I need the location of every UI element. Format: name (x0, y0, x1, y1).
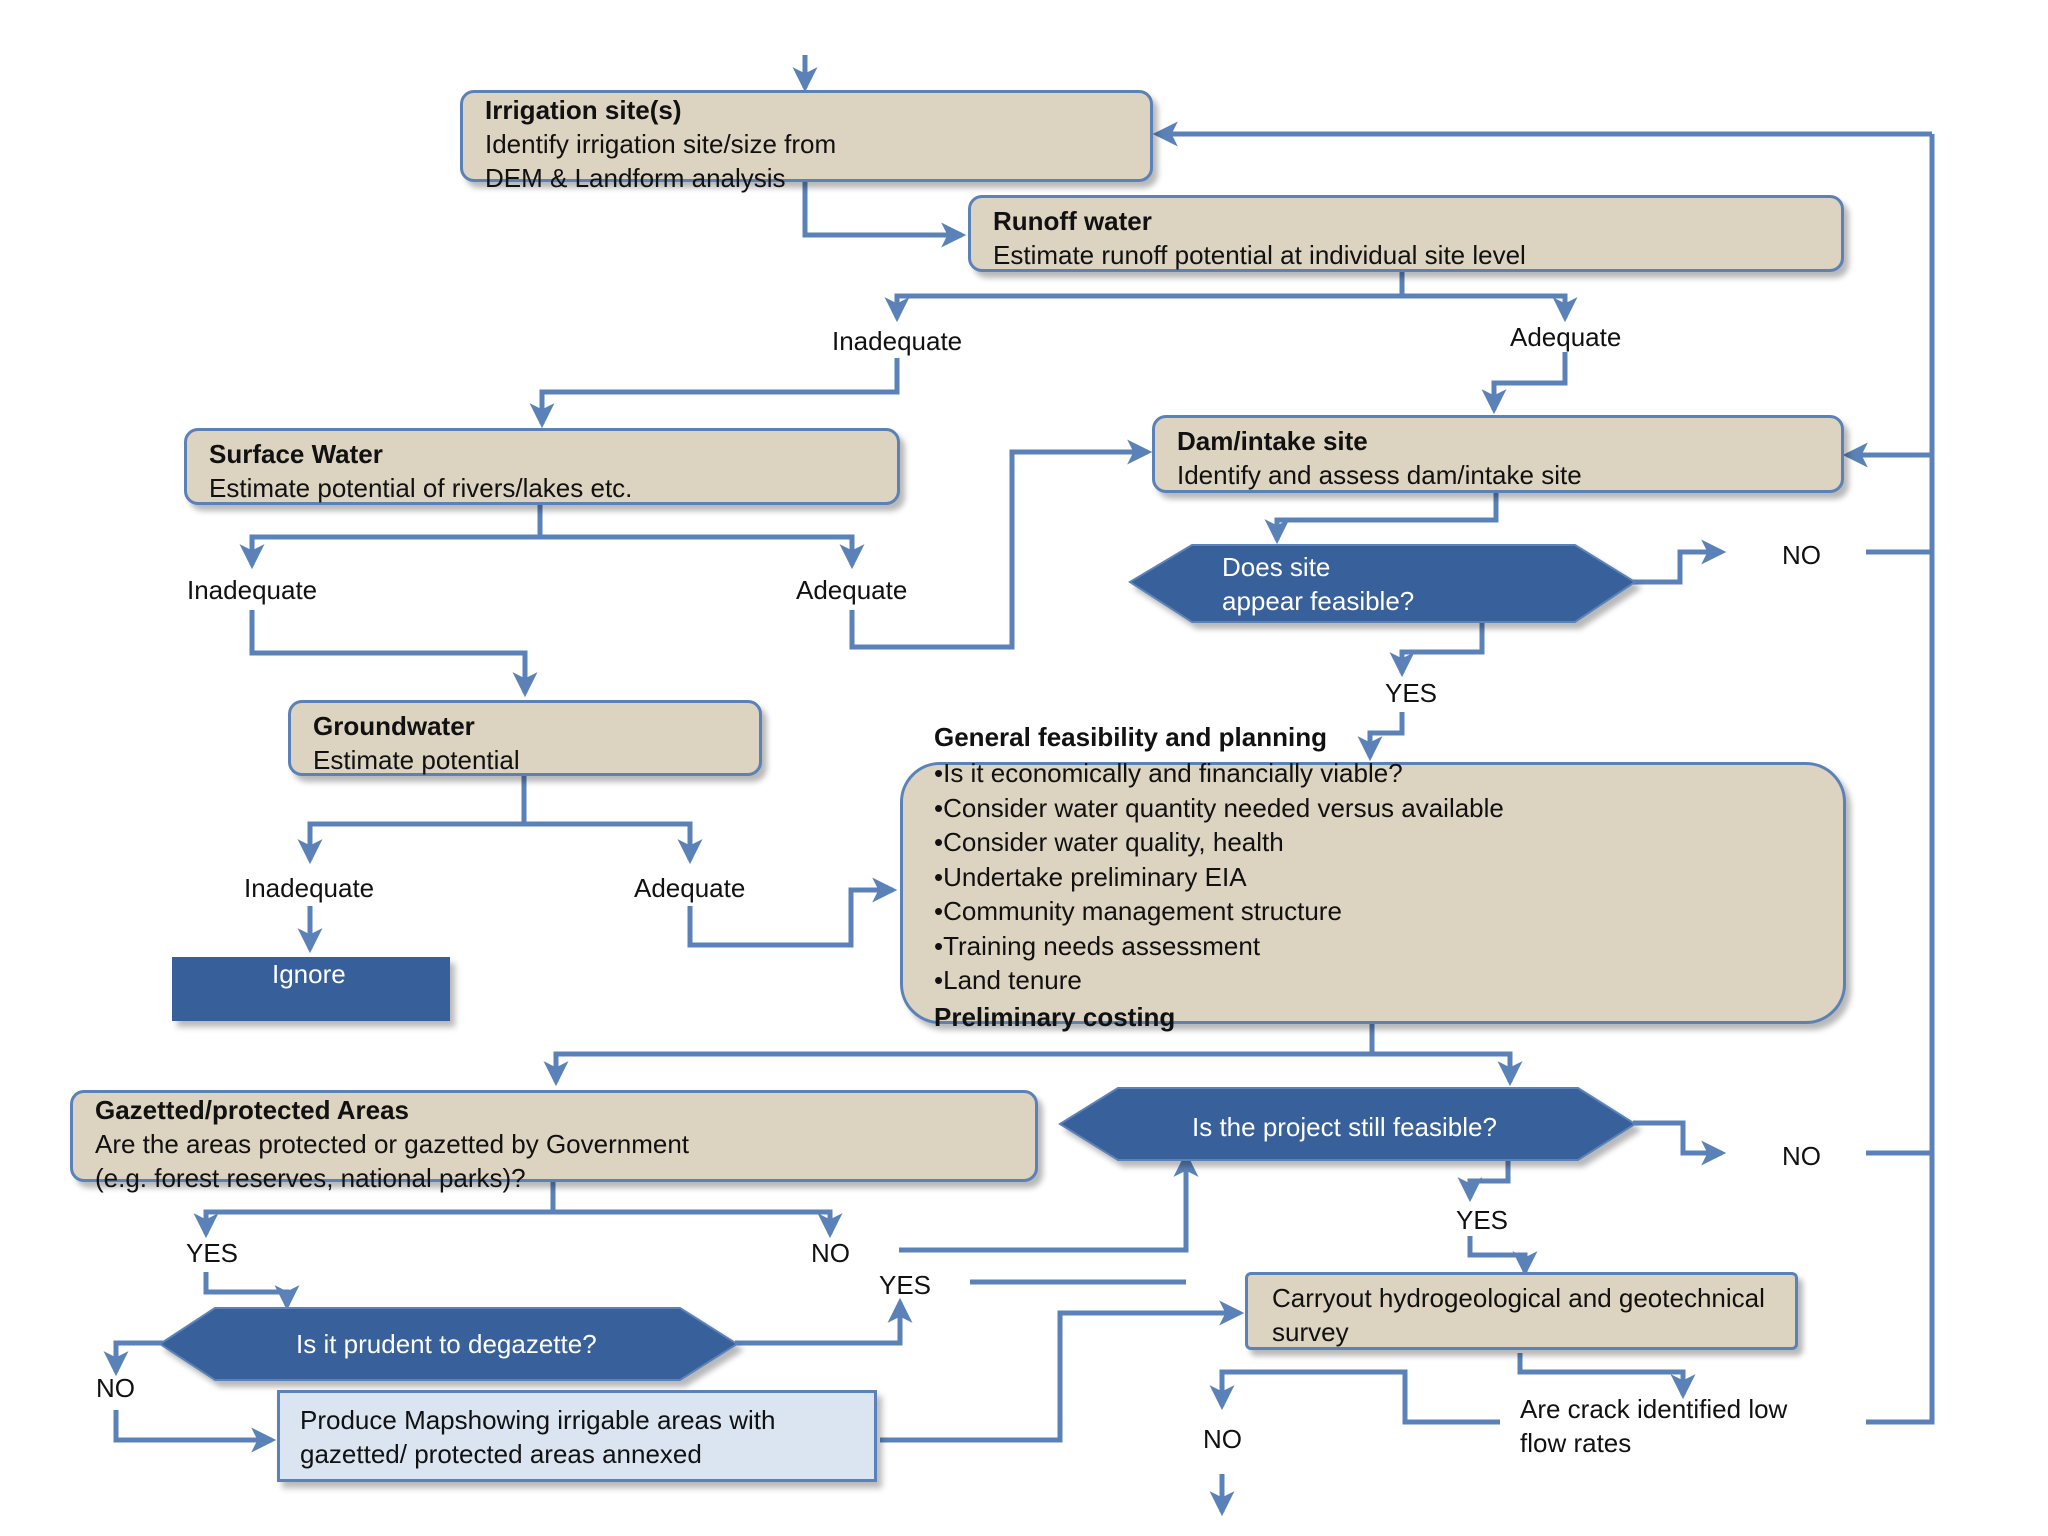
still-feasible-yes-label: YES (1456, 1205, 1509, 1235)
gazetted-yes-label: YES (186, 1238, 239, 1268)
arrow-surface-split (239, 505, 543, 570)
arrow-degazette-no (103, 1340, 163, 1377)
produce-line2: gazetted/ protected areas annexed (300, 1439, 702, 1469)
arrow-general-feasible (1372, 1051, 1523, 1087)
arrow-feasible-no (1633, 1120, 1727, 1166)
arrow-irrigation-runoff (802, 182, 967, 248)
general-item: •Training needs assessment (934, 930, 1261, 961)
runoff-title: Runoff water (993, 206, 1152, 236)
decision-site-line2: appear feasible? (1222, 586, 1415, 616)
arrow-no-feasible (899, 1151, 1199, 1253)
irrigation-title: Irrigation site(s) (485, 95, 682, 125)
arrow-surface-adequate (540, 534, 865, 570)
produce-map-box: Produce Mapshowing irrigable areas with … (277, 1390, 877, 1482)
decision-site-feasible-shape (1128, 544, 1637, 623)
ground-adequate-label: Adequate (634, 873, 746, 903)
decision-site-feasible: Does site appear feasible? (1222, 550, 1414, 618)
general-title: General feasibility and planning (934, 722, 1327, 752)
crack-question: Are crack identified low flow rates (1520, 1392, 1787, 1460)
still-feasible-no-label: NO (1782, 1141, 1821, 1171)
arrow-decision-no (1633, 539, 1727, 585)
surface-adequate-label: Adequate (796, 575, 908, 605)
surface-water-box: Surface Water Estimate potential of rive… (184, 428, 900, 505)
arrow-gazetted-split (193, 1182, 556, 1239)
arrow-gazetted-no (553, 1209, 843, 1239)
survey-no-label: NO (1203, 1424, 1242, 1454)
general-checklist: •Is it economically and financially viab… (934, 756, 1504, 998)
arrow-ground-split (297, 776, 527, 865)
crack-line1: Are crack identified low (1520, 1394, 1788, 1424)
runoff-adequate-label: Adequate (1510, 322, 1622, 352)
arrow-decision-yes (1389, 622, 1485, 678)
arrow-survey-no (1209, 1369, 1500, 1425)
arrow-inadequate-groundwater (249, 610, 538, 698)
survey-line2: survey (1272, 1317, 1349, 1347)
gazetted-line1: Are the areas protected or gazetted by G… (95, 1129, 690, 1159)
irrigation-line2: DEM & Landform analysis (485, 163, 786, 193)
decision-degazette-shape (158, 1307, 739, 1381)
arrow-survey-crack (1517, 1353, 1696, 1400)
decision-still-feasible-shape (1058, 1087, 1637, 1161)
gazetted-title: Gazetted/protected Areas (95, 1095, 410, 1125)
survey-line1: Carryout hydrogeological and geotechnica… (1272, 1283, 1765, 1313)
loop-vertical (1866, 134, 1935, 1425)
arrow-runoff-adequate (1402, 293, 1578, 323)
arrow-no-produce (113, 1410, 277, 1453)
ignore-box: Ignore (172, 957, 450, 1021)
survey-box: Carryout hydrogeological and geotechnica… (1245, 1272, 1798, 1350)
gazetted-line2: (e.g. forest reserves, national parks)? (95, 1163, 526, 1193)
produce-line1: Produce Mapshowing irrigable areas with (300, 1405, 776, 1435)
site-feasible-no-label: NO (1782, 540, 1821, 570)
site-feasible-yes-label: YES (1385, 678, 1438, 708)
ground-inadequate-label: Inadequate (244, 873, 375, 903)
arrow-yes-general (1357, 712, 1405, 762)
general-item: •Consider water quantity needed versus a… (934, 792, 1504, 823)
general-footer: Preliminary costing (934, 1002, 1176, 1032)
decision-site-line1: Does site (1222, 552, 1331, 582)
arrow-ground-adequate (524, 821, 703, 865)
arrow-produce-survey (880, 1300, 1245, 1443)
groundwater-box: Groundwater Estimate potential (288, 700, 762, 776)
irrigation-site-box: Irrigation site(s) Identify irrigation s… (460, 90, 1153, 193)
decision-degazette: Is it prudent to degazette? (296, 1329, 597, 1359)
surface-inadequate-label: Inadequate (187, 575, 318, 605)
general-item: •Land tenure (934, 965, 1082, 995)
runoff-desc: Estimate runoff potential at individual … (993, 240, 1526, 270)
arrow-yes-degazette (203, 1272, 300, 1311)
arrow-feasible-yes (1457, 1160, 1511, 1203)
runoff-water-box: Runoff water Estimate runoff potential a… (968, 195, 1844, 272)
irrigation-line1: Identify irrigation site/size from (485, 129, 837, 159)
dam-desc: Identify and assess dam/intake site (1177, 460, 1582, 490)
decision-still-feasible: Is the project still feasible? (1192, 1112, 1497, 1142)
gazetted-no-label: NO (811, 1238, 850, 1268)
degazette-no-label: NO (96, 1373, 135, 1403)
groundwater-title: Groundwater (313, 711, 475, 741)
runoff-inadequate-label: Inadequate (832, 326, 963, 356)
gazetted-box: Gazetted/protected Areas Are the areas p… (70, 1090, 1038, 1193)
general-item: •Consider water quality, health (934, 827, 1284, 857)
arrow-general-split (543, 1024, 1375, 1087)
arrow-adequate-dam-2 (849, 439, 1153, 650)
surface-title: Surface Water (209, 439, 383, 469)
groundwater-desc: Estimate potential (313, 745, 520, 775)
general-item: •Community management structure (934, 896, 1342, 926)
arrow-adequate-general (687, 877, 898, 948)
crack-line2: flow rates (1520, 1428, 1632, 1458)
arrow-inadequate-surface (529, 358, 900, 429)
general-item: •Is it economically and financially viab… (934, 758, 1403, 788)
surface-desc: Estimate potential of rivers/lakes etc. (209, 473, 633, 503)
dam-intake-box: Dam/intake site Identify and assess dam/… (1152, 415, 1844, 493)
general-feasibility-box (900, 762, 1846, 1024)
ignore-label: Ignore (272, 959, 346, 989)
arrow-dam-decision (1264, 493, 1499, 545)
arrow-adequate-dam (1481, 352, 1568, 415)
arrow-runoff-split (884, 272, 1405, 323)
degazette-yes-label: YES (879, 1270, 932, 1300)
arrow-degazette-yes (735, 1297, 913, 1346)
dam-title: Dam/intake site (1177, 426, 1368, 456)
arrow-yes-survey (1467, 1236, 1538, 1277)
general-item: •Undertake preliminary EIA (934, 861, 1247, 892)
